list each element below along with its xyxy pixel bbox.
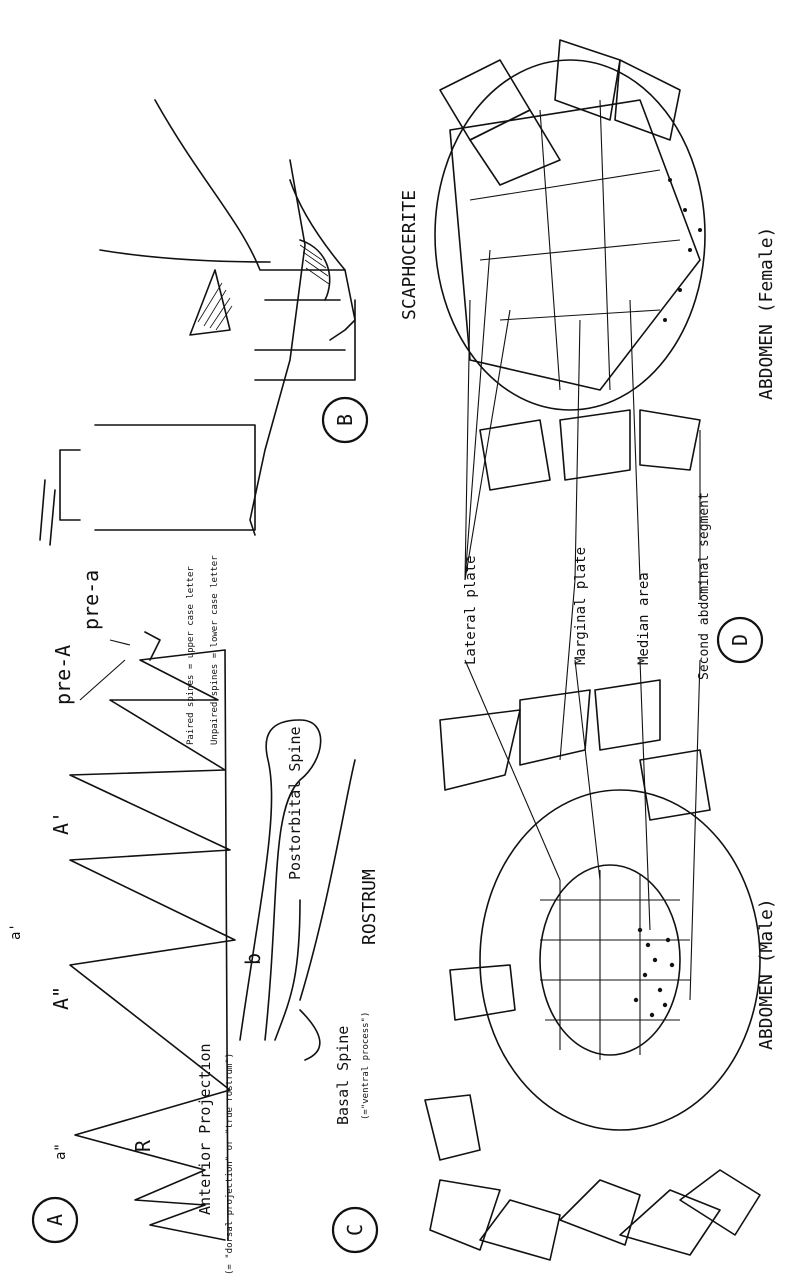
label-a-double: a" [53,1143,69,1160]
panel-a-marker: A [33,1198,77,1242]
panel-c-letter: C [343,1224,367,1236]
scaphocerite-title: SCAPHOCERITE [399,190,420,320]
label-b: b [241,953,265,965]
postorbital-spine-label: Postorbital Spine [286,726,304,880]
panel-d-letter: D [728,634,752,646]
panel-c-marker: C [333,1208,377,1252]
callout-second-abdominal-segment: Second abdominal segment [697,492,712,680]
scaphocerite-drawing [40,100,355,545]
abdomen-male-title: ABDOMEN (Male) [756,898,777,1050]
panel-b-letter: B [333,414,357,426]
anterior-projection-note: (= "dorsal projection" or "true rostrum"… [225,1053,235,1275]
basal-spine-note: (="ventral process") [361,1012,371,1120]
panel-d-marker: D [718,618,762,662]
abdomen-female-drawing [435,40,705,490]
abdomen-male-drawing [425,680,760,1260]
callout-marginal-plate: Marginal plate [573,547,589,665]
label-pre-A: pre-A [51,645,75,705]
panel-b-marker: B [323,398,367,442]
rostrum-title: ROSTRUM [359,869,380,945]
label-a-prime: a' [8,923,24,940]
panel-a-letter: A [43,1214,67,1226]
legend-paired: Paired spines = upper case letter [186,566,196,745]
callout-lateral-plate: Lateral plate [463,555,479,665]
label-pre-a: pre-a [79,570,103,630]
label-R: R [131,1139,155,1152]
label-A-double: A" [49,986,73,1010]
callout-median-area: Median area [636,572,652,665]
abdomen-female-title: ABDOMEN (Female) [756,227,777,400]
legend-unpaired: Unpaired spines = lower case letter [210,555,220,745]
anterior-projection-label: Anterior Projection [196,1043,214,1215]
label-A-prime: A' [49,811,73,835]
basal-spine-label: Basal Spine [334,1026,352,1125]
